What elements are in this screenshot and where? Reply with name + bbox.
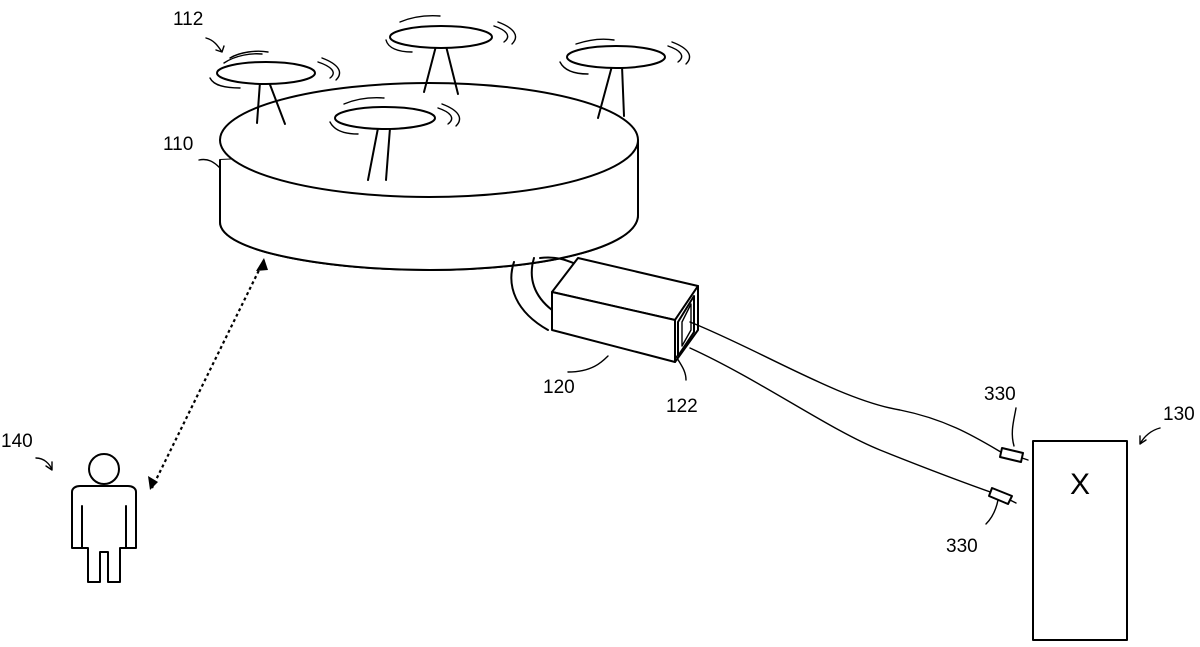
operator-icon xyxy=(71,453,137,583)
sensor-unit xyxy=(551,257,699,363)
target-mark: X xyxy=(1070,468,1090,501)
communication-link xyxy=(148,258,268,490)
label-probe-lower: 330 xyxy=(946,536,978,557)
rotors xyxy=(209,15,691,135)
tether-cables xyxy=(689,321,1007,495)
rotor-top xyxy=(385,15,517,53)
rotor-arms xyxy=(256,45,625,181)
label-drone: 110 xyxy=(163,134,193,155)
label-rotors: 112 xyxy=(173,9,203,30)
rotor-left xyxy=(209,50,341,89)
label-probe-upper: 330 xyxy=(984,384,1016,405)
label-sensor-unit: 120 xyxy=(543,377,575,398)
leader-lines xyxy=(35,37,1161,525)
label-aperture: 122 xyxy=(666,396,698,417)
label-target: 130 xyxy=(1163,404,1195,425)
probe-lower xyxy=(988,487,1017,505)
target-box xyxy=(1032,440,1128,641)
sensor-aperture xyxy=(677,295,695,357)
rotor-right xyxy=(559,38,691,75)
drone-body xyxy=(219,82,639,271)
rotor-center xyxy=(329,97,461,135)
label-operator: 140 xyxy=(1,431,33,452)
probe-upper xyxy=(999,447,1029,463)
